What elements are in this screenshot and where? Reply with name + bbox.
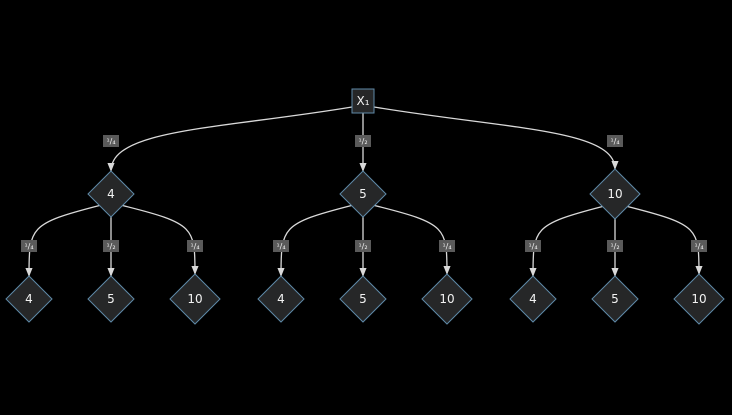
edge-label-branch-1-leaf-2-text: ¹/₂ xyxy=(106,242,115,251)
leaf-node-2-1-label: 4 xyxy=(277,292,285,306)
edge-label-branch-1-leaf-1: ¹/₄ xyxy=(21,240,37,252)
leaf-node-3-3: 10 xyxy=(673,273,725,325)
leaf-node-1-3-shape xyxy=(169,273,221,325)
edge-label-branch-1-leaf-1-background xyxy=(21,240,37,252)
leaf-node-3-1-label: 4 xyxy=(529,292,537,306)
edge-label-branch-2-leaf-3-text: ¹/₄ xyxy=(442,242,451,251)
branch-node-3-shape xyxy=(589,168,641,220)
edge-label-branch-1-leaf-3-background xyxy=(187,240,203,252)
leaf-node-2-2: 5 xyxy=(339,275,387,323)
leaf-node-2-1: 4 xyxy=(257,275,305,323)
leaf-node-2-2-shape xyxy=(339,275,387,323)
branch-node-2-label: 5 xyxy=(359,187,367,201)
nodes-layer: X₁ 4 4 5 10 5 4 5 10 10 4 5 10 xyxy=(5,88,725,325)
branch-node-1-shape xyxy=(87,170,135,218)
edge-label-branch-2-leaf-3-background xyxy=(439,240,455,252)
edge-label-root-branch-3-text: ¹/₄ xyxy=(610,137,619,146)
edge-label-root-branch-2: ¹/₂ xyxy=(355,135,371,147)
root-node: X₁ xyxy=(351,88,375,114)
edge-branch-3-to-leaf-3 xyxy=(627,205,703,275)
edge-root-to-branch-3 xyxy=(373,106,619,170)
edge-branch-3-to-leaf-1 xyxy=(529,205,603,277)
edges-layer xyxy=(25,106,703,277)
edge-label-branch-2-leaf-2-background xyxy=(355,240,371,252)
edge-label-root-branch-2-text: ¹/₂ xyxy=(358,137,367,146)
edge-label-root-branch-1-text: ¹/₄ xyxy=(106,137,115,146)
leaf-node-1-3-label: 10 xyxy=(187,292,202,306)
leaf-node-3-1: 4 xyxy=(509,275,557,323)
leaf-node-2-2-label: 5 xyxy=(359,292,367,306)
edge-label-branch-2-leaf-2: ¹/₂ xyxy=(355,240,371,252)
branch-node-2-shape xyxy=(339,170,387,218)
edge-root-to-branch-1 xyxy=(107,106,353,172)
edge-label-branch-1-leaf-1-text: ¹/₄ xyxy=(24,242,33,251)
edge-labels-layer: ¹/₄ ¹/₄ ¹/₂ ¹/₄ ¹/₂ ¹/₄ ¹/₂ ¹/₄ ¹/₄ ¹/₄ ¹/₂ ¹/₄ xyxy=(21,135,707,252)
leaf-node-1-2-label: 5 xyxy=(107,292,115,306)
edge-label-branch-2-leaf-1: ¹/₄ xyxy=(273,240,289,252)
edge-label-branch-2-leaf-2-text: ¹/₂ xyxy=(358,242,367,251)
edge-label-branch-2-leaf-1-text: ¹/₄ xyxy=(276,242,285,251)
edge-label-branch-1-leaf-2: ¹/₂ xyxy=(103,240,119,252)
leaf-node-1-2-shape xyxy=(87,275,135,323)
edge-branch-2-to-leaf-3 xyxy=(374,204,451,275)
edge-label-branch-3-leaf-3-background xyxy=(691,240,707,252)
leaf-node-3-2-shape xyxy=(591,275,639,323)
edge-label-branch-2-leaf-1-background xyxy=(273,240,289,252)
edge-label-root-branch-2-background xyxy=(355,135,371,147)
leaf-node-3-3-shape xyxy=(673,273,725,325)
edge-label-branch-3-leaf-1-background xyxy=(525,240,541,252)
root-node-box xyxy=(351,88,375,114)
leaf-node-1-1: 4 xyxy=(5,275,53,323)
edge-label-root-branch-1-background xyxy=(103,135,119,147)
leaf-node-1-1-label: 4 xyxy=(25,292,33,306)
edge-branch-1-to-leaf-3 xyxy=(122,204,199,275)
branch-node-3-label: 10 xyxy=(607,187,622,201)
leaf-node-2-3-shape xyxy=(421,273,473,325)
branch-node-1: 4 xyxy=(87,170,135,218)
edge-label-root-branch-3-background xyxy=(607,135,623,147)
leaf-node-2-3-label: 10 xyxy=(439,292,454,306)
leaf-node-2-3: 10 xyxy=(421,273,473,325)
edge-label-branch-3-leaf-2: ¹/₂ xyxy=(607,240,623,252)
root-node-label: X₁ xyxy=(356,94,369,108)
edge-branch-1-to-leaf-1 xyxy=(25,204,100,277)
edge-label-branch-3-leaf-1: ¹/₄ xyxy=(525,240,541,252)
edge-label-root-branch-3: ¹/₄ xyxy=(607,135,623,147)
edge-branch-2-to-leaf-1 xyxy=(277,204,352,277)
branch-node-2: 5 xyxy=(339,170,387,218)
leaf-node-1-3: 10 xyxy=(169,273,221,325)
edge-label-branch-3-leaf-3: ¹/₄ xyxy=(691,240,707,252)
leaf-node-1-2: 5 xyxy=(87,275,135,323)
edge-label-branch-3-leaf-2-text: ¹/₂ xyxy=(610,242,619,251)
leaf-node-3-2-label: 5 xyxy=(611,292,619,306)
edge-label-branch-1-leaf-3: ¹/₄ xyxy=(187,240,203,252)
leaf-node-3-3-label: 10 xyxy=(691,292,706,306)
leaf-node-1-1-shape xyxy=(5,275,53,323)
edge-label-branch-1-leaf-3-text: ¹/₄ xyxy=(190,242,199,251)
leaf-node-3-1-shape xyxy=(509,275,557,323)
leaf-node-2-1-shape xyxy=(257,275,305,323)
leaf-node-3-2: 5 xyxy=(591,275,639,323)
edge-label-branch-3-leaf-1-text: ¹/₄ xyxy=(528,242,537,251)
edge-label-branch-3-leaf-2-background xyxy=(607,240,623,252)
branch-node-1-label: 4 xyxy=(107,187,115,201)
branch-node-3: 10 xyxy=(589,168,641,220)
edge-label-branch-3-leaf-3-text: ¹/₄ xyxy=(694,242,703,251)
edge-label-branch-2-leaf-3: ¹/₄ xyxy=(439,240,455,252)
edge-label-branch-1-leaf-2-background xyxy=(103,240,119,252)
edge-label-root-branch-1: ¹/₄ xyxy=(103,135,119,147)
